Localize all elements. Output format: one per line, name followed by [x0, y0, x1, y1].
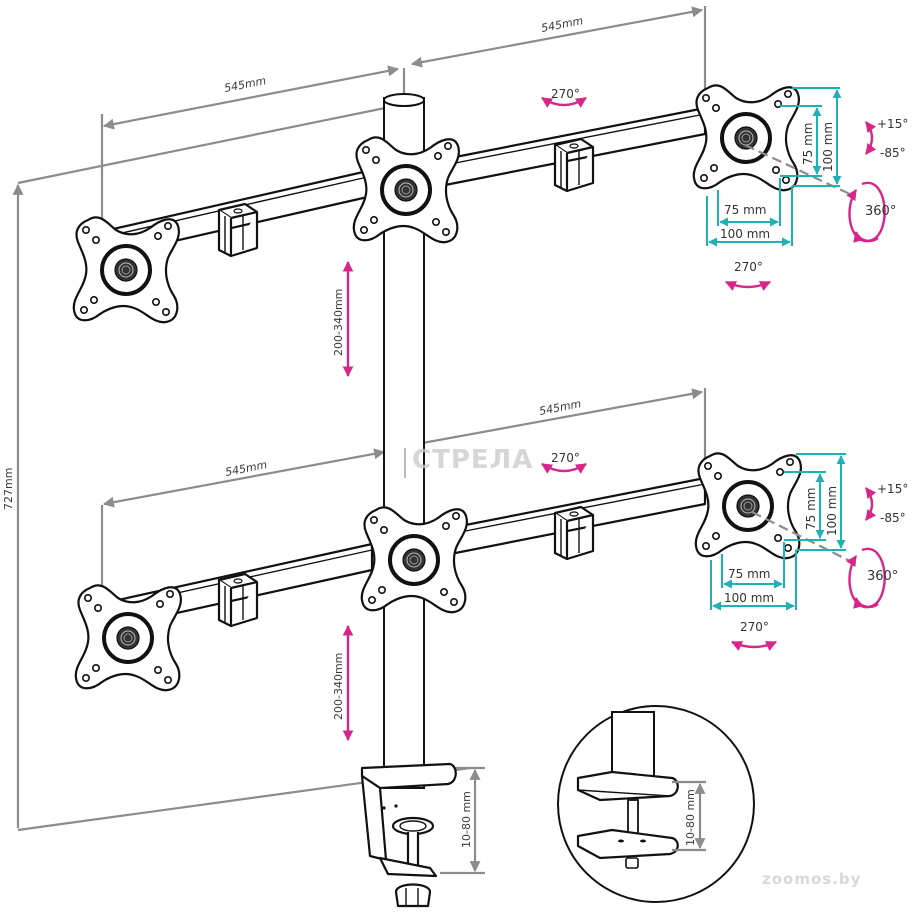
upper-vesa-large-height: 100 mm	[821, 122, 835, 172]
upper-rotation-label: 360°	[865, 204, 896, 219]
upper-height-adjust-label: 200-340mm	[332, 289, 345, 356]
lower-head-swivel-label: 270°	[740, 620, 769, 634]
upper-right-arm-dimension: 545mm	[410, 6, 707, 98]
watermark-corner: zoomos.by	[762, 870, 861, 888]
lower-vesa-large-height: 100 mm	[825, 486, 839, 536]
lower-tilt: +15° -85°	[865, 482, 908, 525]
upper-vesa-large-width: 100 mm	[720, 227, 770, 241]
upper-vesa-small-height: 75 mm	[801, 123, 815, 165]
upper-arm-swivel: 270°	[541, 87, 587, 108]
lower-arm-swivel-label: 270°	[551, 451, 580, 465]
upper-tilt-down-label: -85°	[880, 146, 906, 160]
lower-height-adjust-label: 200-340mm	[332, 653, 345, 720]
clamp-detail-inset: 10-80 mm	[557, 705, 755, 903]
clamp-thickness-dimension: 10-80 mm	[440, 766, 485, 875]
lower-rotation: 360°	[751, 511, 898, 609]
lower-vesa-dimensions: 75 mm 100 mm 75 mm 100 mm	[710, 453, 846, 611]
vesa-plate-icon	[691, 83, 801, 193]
lower-head-swivel: 270°	[731, 620, 777, 651]
clamp-thickness-label: 10-80 mm	[460, 791, 473, 848]
vesa-plate-icon	[351, 135, 461, 245]
tilt-arrow-icon	[865, 121, 877, 155]
lower-arm-swivel: 270°	[541, 451, 587, 474]
lower-tilt-down-label: -85°	[880, 511, 906, 525]
upper-arm-assembly	[71, 83, 801, 325]
arm-clip-icon	[553, 137, 595, 193]
rotation-arrow-icon	[725, 280, 771, 291]
upper-left-arm-label: 545mm	[223, 74, 267, 95]
lower-height-adjust: 200-340mm	[332, 624, 354, 742]
vesa-plate-icon	[359, 505, 469, 615]
lower-arm-assembly	[73, 451, 803, 693]
total-height-label: 727mm	[2, 468, 15, 510]
lower-tilt-up-label: +15°	[877, 482, 908, 496]
upper-arm-swivel-label: 270°	[551, 87, 580, 101]
arm-clip-icon	[553, 505, 595, 561]
vesa-plate-icon	[693, 451, 803, 561]
inset-clamp-thickness-label: 10-80 mm	[684, 789, 697, 846]
upper-vesa-dimensions: 75 mm 100 mm 75 mm 100 mm	[706, 87, 842, 247]
vesa-plate-icon	[71, 215, 181, 325]
desk-clamp-icon	[360, 762, 457, 908]
watermark-center: СТРЕЛА	[412, 445, 533, 475]
vesa-plate-icon	[73, 583, 183, 693]
upper-tilt-up-label: +15°	[877, 117, 908, 131]
arm-clip-icon	[217, 202, 259, 258]
rotation-arrow-icon	[541, 96, 587, 108]
rotation-arrow-icon	[731, 640, 777, 651]
tilt-arrow-icon	[865, 487, 877, 521]
upper-vesa-small-width: 75 mm	[724, 203, 766, 217]
upper-head-swivel-label: 270°	[734, 260, 763, 274]
lower-vesa-large-width: 100 mm	[724, 591, 774, 605]
lower-vesa-small-width: 75 mm	[728, 567, 770, 581]
rotation-arrow-icon	[541, 462, 587, 474]
upper-height-adjust: 200-340mm	[332, 260, 354, 378]
upper-tilt: +15° -85°	[865, 117, 908, 160]
upper-head-swivel: 270°	[725, 260, 771, 291]
lower-vesa-small-height: 75 mm	[804, 488, 818, 530]
upper-right-arm-label: 545mm	[540, 14, 584, 35]
lower-rotation-label: 360°	[867, 569, 898, 584]
